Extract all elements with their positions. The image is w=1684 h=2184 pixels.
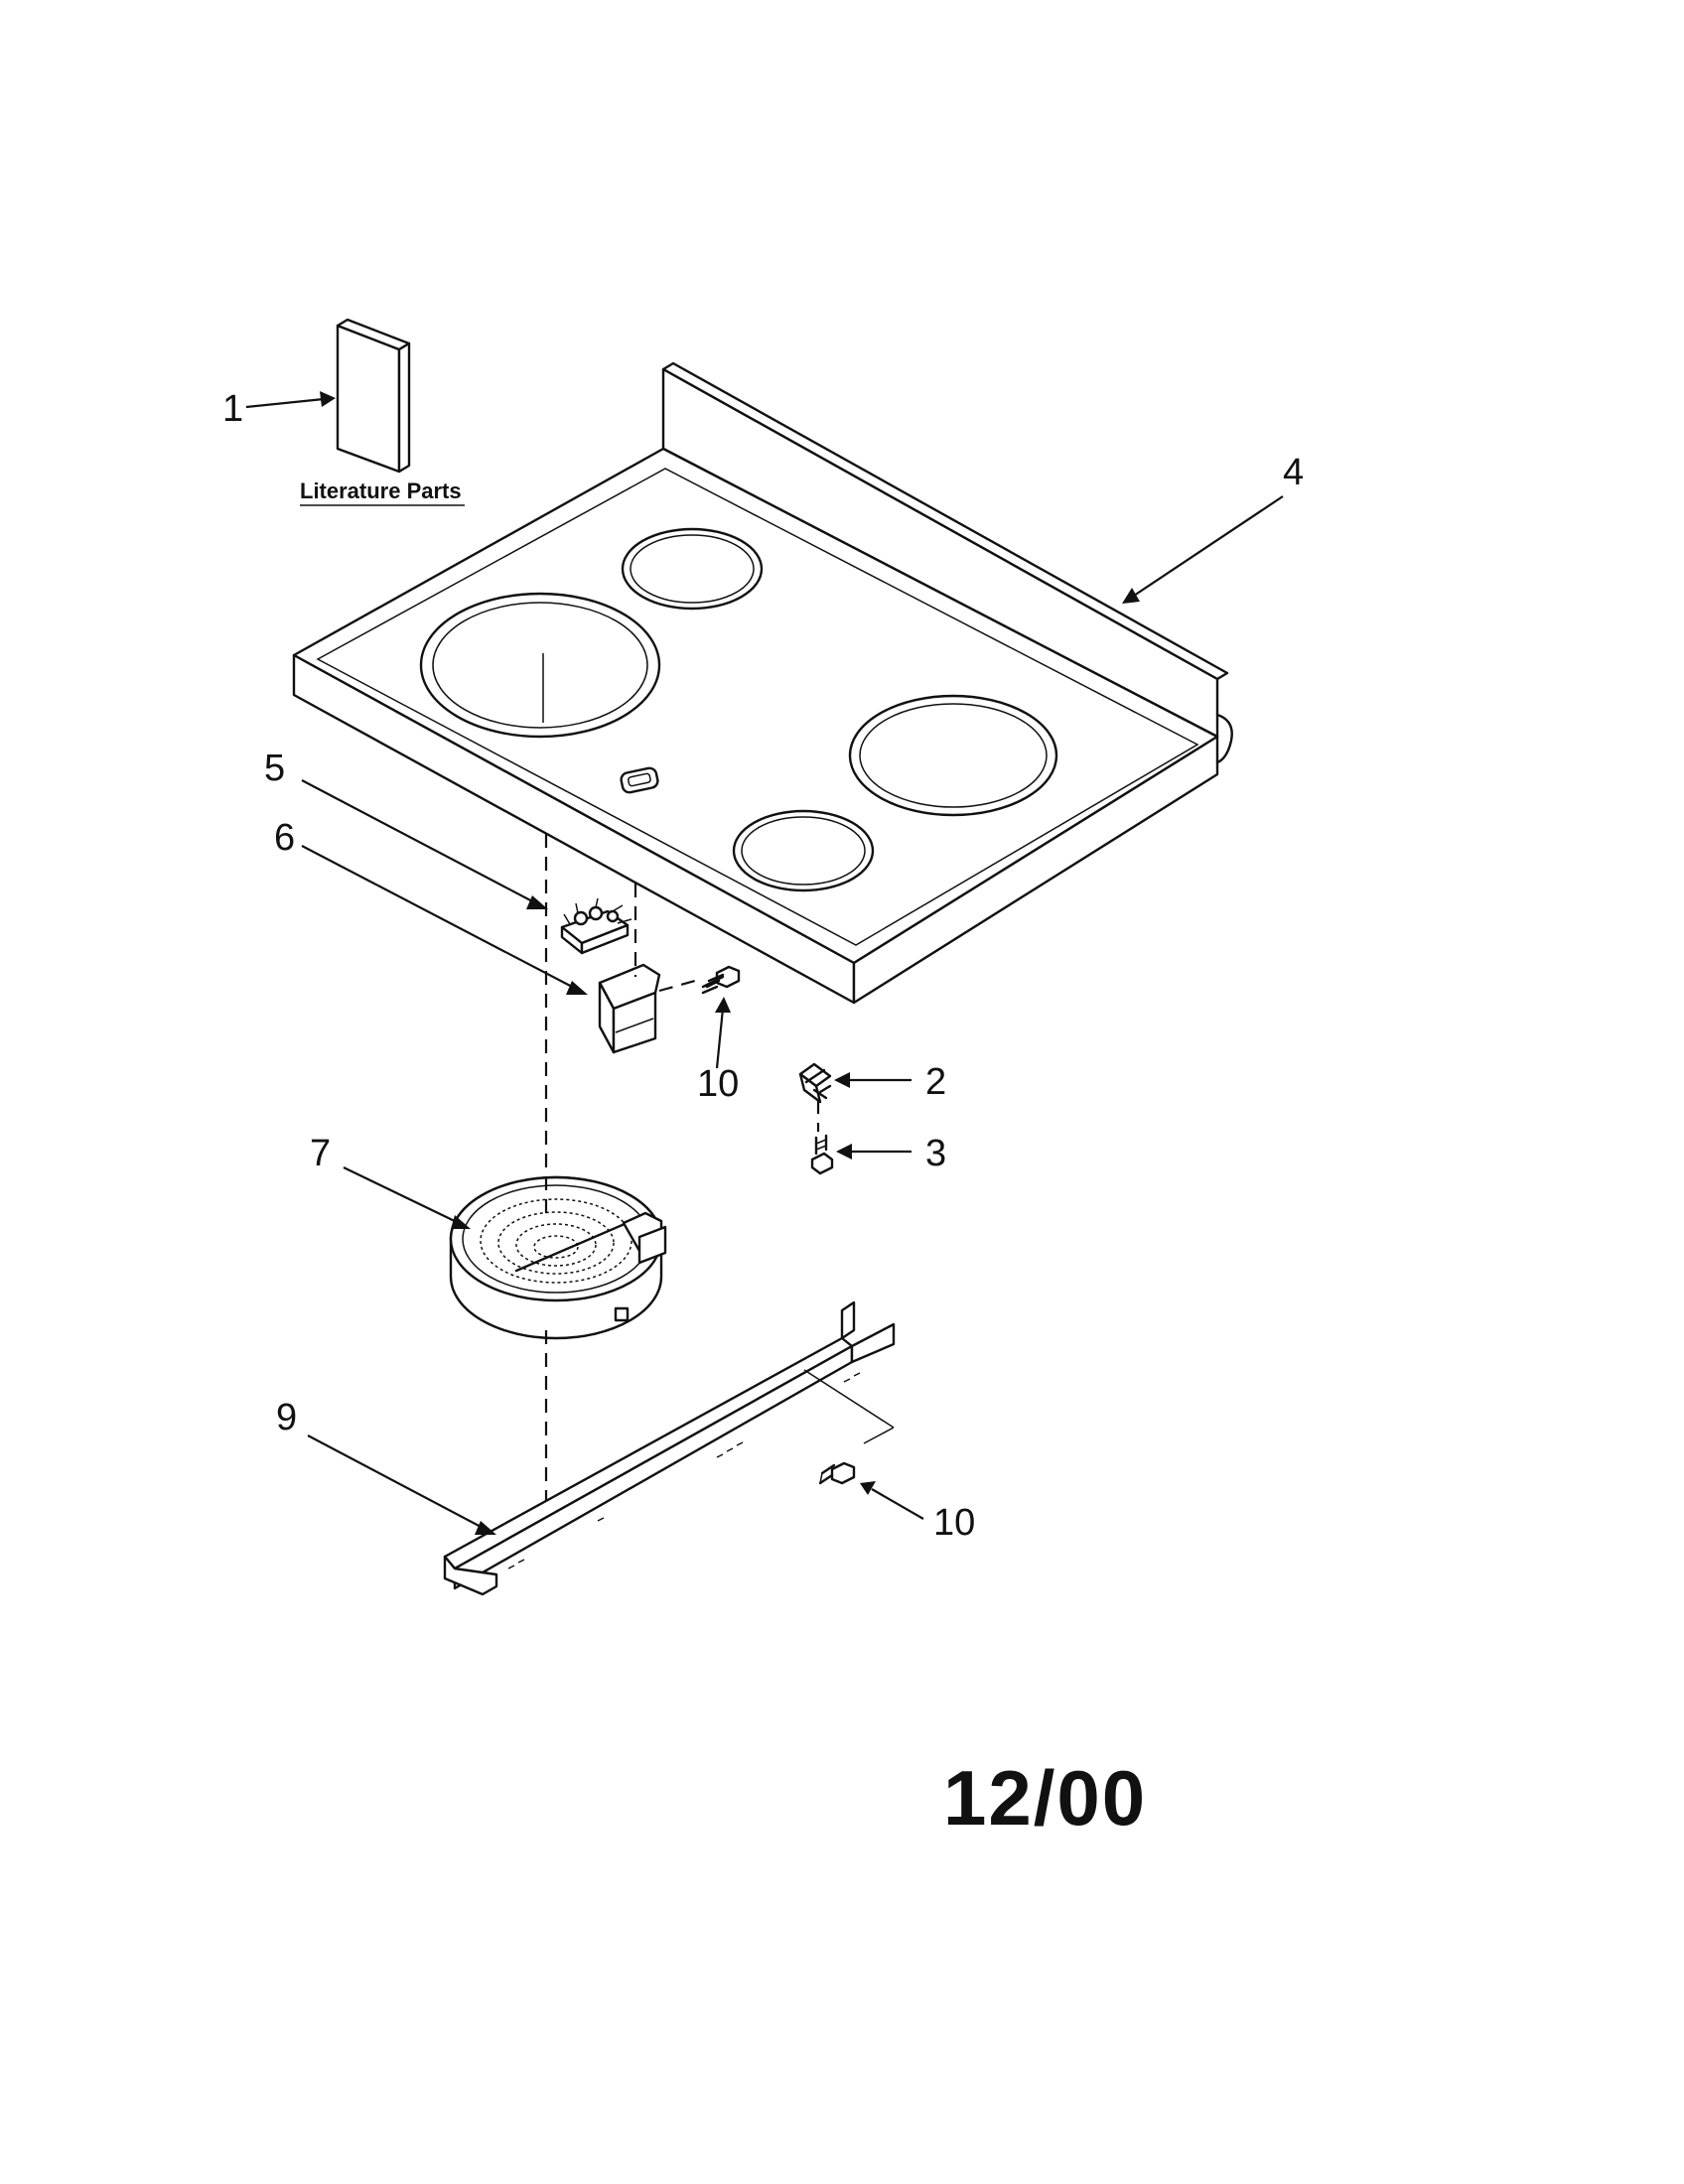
burner-support-channel-part <box>443 1300 896 1596</box>
callout-10-upper: 10 <box>697 1063 739 1105</box>
literature-parts-label: Literature Parts <box>300 478 462 503</box>
callout-4: 4 <box>1283 452 1304 493</box>
radiant-surface-element-part <box>449 1175 667 1340</box>
leader-lines <box>245 391 1284 1535</box>
cooktop-main-top-part <box>292 361 1233 1005</box>
callout-7: 7 <box>310 1133 331 1174</box>
screw-clip-part <box>810 1134 834 1175</box>
callout-1: 1 <box>222 388 243 430</box>
alignment-lines <box>544 834 820 1501</box>
callout-9: 9 <box>276 1397 297 1438</box>
screw-upper-part <box>701 965 741 995</box>
callout-5: 5 <box>264 748 285 789</box>
callout-10-lower: 10 <box>933 1502 975 1544</box>
callout-6: 6 <box>274 817 295 859</box>
callout-3: 3 <box>925 1133 946 1174</box>
callout-2: 2 <box>925 1061 946 1103</box>
terminal-block-part <box>560 897 632 955</box>
literature-booklet-part <box>336 318 411 474</box>
revision-date-stamp: 12/00 <box>943 1754 1147 1842</box>
screw-lower-part <box>818 1461 856 1485</box>
clip-part <box>798 1062 832 1104</box>
bracket-part <box>598 963 661 1054</box>
